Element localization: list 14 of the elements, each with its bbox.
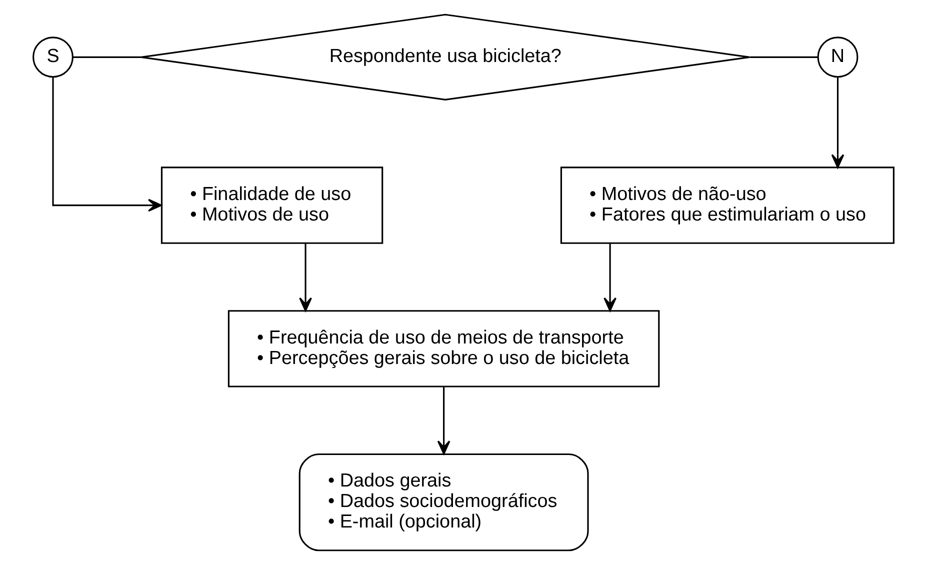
- connector: [749, 56, 818, 58]
- arrow: [298, 244, 312, 312]
- node-box: • Finalidade de uso • Motivos de uso: [160, 166, 383, 244]
- arrow: [436, 386, 450, 455]
- node-circle: N: [816, 36, 858, 78]
- arrow: [52, 77, 162, 212]
- connector: [72, 56, 141, 58]
- node-diamond: Respondente usa bicicleta?: [140, 14, 750, 100]
- node-box: • Dados gerais • Dados sociodemográficos • E-mail (opcional): [298, 453, 588, 552]
- arrow: [603, 244, 616, 312]
- arrow: [830, 77, 844, 168]
- node-circle: S: [32, 36, 73, 78]
- node-box: • Motivos de não-uso • Fatores que estimulariam o uso: [560, 166, 894, 244]
- node-box: • Frequência de uso de meios de transporte • Percepções gerais sobre o uso de bicicleta: [227, 310, 660, 388]
